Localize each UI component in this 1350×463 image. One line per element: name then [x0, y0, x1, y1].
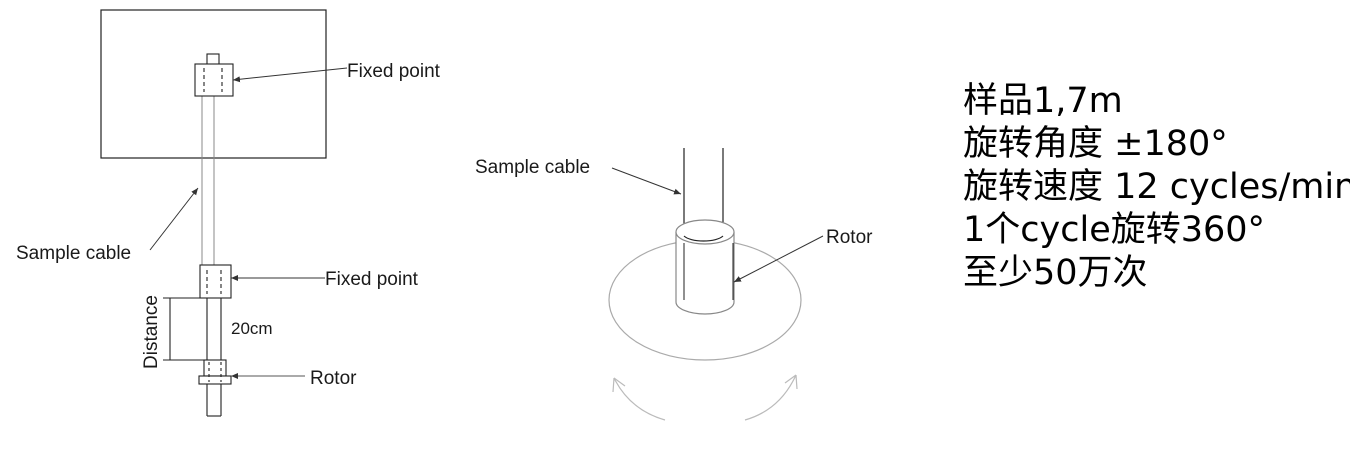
distance-dimension: [163, 297, 205, 361]
note-cycle-definition: 1个cycle旋转360°: [963, 210, 1266, 250]
leader-sample-cable: [149, 187, 199, 251]
note-rotation-speed: 旋转速度 12 cycles/min: [963, 167, 1350, 207]
cable-upper: [201, 88, 215, 265]
cable-lower: [206, 298, 222, 417]
leader-fixed-point-top: [232, 67, 348, 83]
sample-cable-label-right: Sample cable: [475, 157, 590, 178]
leader-sample-cable-right: [611, 167, 682, 195]
note-sample-length: 样品1,7m: [963, 81, 1123, 121]
distance-value-label: 20cm: [231, 319, 273, 338]
leader-rotor-right: [733, 235, 824, 283]
right-figure: Sample cable Rotor: [475, 148, 873, 421]
rotor-cylinder: [675, 219, 735, 315]
top-fixed-point-clamp: [194, 53, 234, 97]
rotor-label-right: Rotor: [826, 227, 873, 248]
rotor-label-left: Rotor: [310, 368, 357, 389]
cable-right: [683, 148, 724, 236]
bottom-fixed-point-clamp: [199, 264, 232, 299]
rotation-arrows: [612, 374, 798, 421]
sample-cable-label-left: Sample cable: [16, 243, 131, 264]
left-figure: Fixed point Sample cable Fixed point Dis…: [16, 9, 441, 417]
fixed-point-top-label: Fixed point: [347, 61, 441, 82]
rotor-left: [198, 359, 232, 385]
test-notes: 样品1,7m 旋转角度 ±180° 旋转速度 12 cycles/min 1个c…: [963, 80, 1350, 295]
distance-label: Distance: [141, 295, 162, 369]
note-rotation-angle: 旋转角度 ±180°: [963, 124, 1228, 164]
fixed-point-bottom-label: Fixed point: [325, 269, 419, 290]
note-minimum-cycles: 至少50万次: [963, 253, 1148, 293]
